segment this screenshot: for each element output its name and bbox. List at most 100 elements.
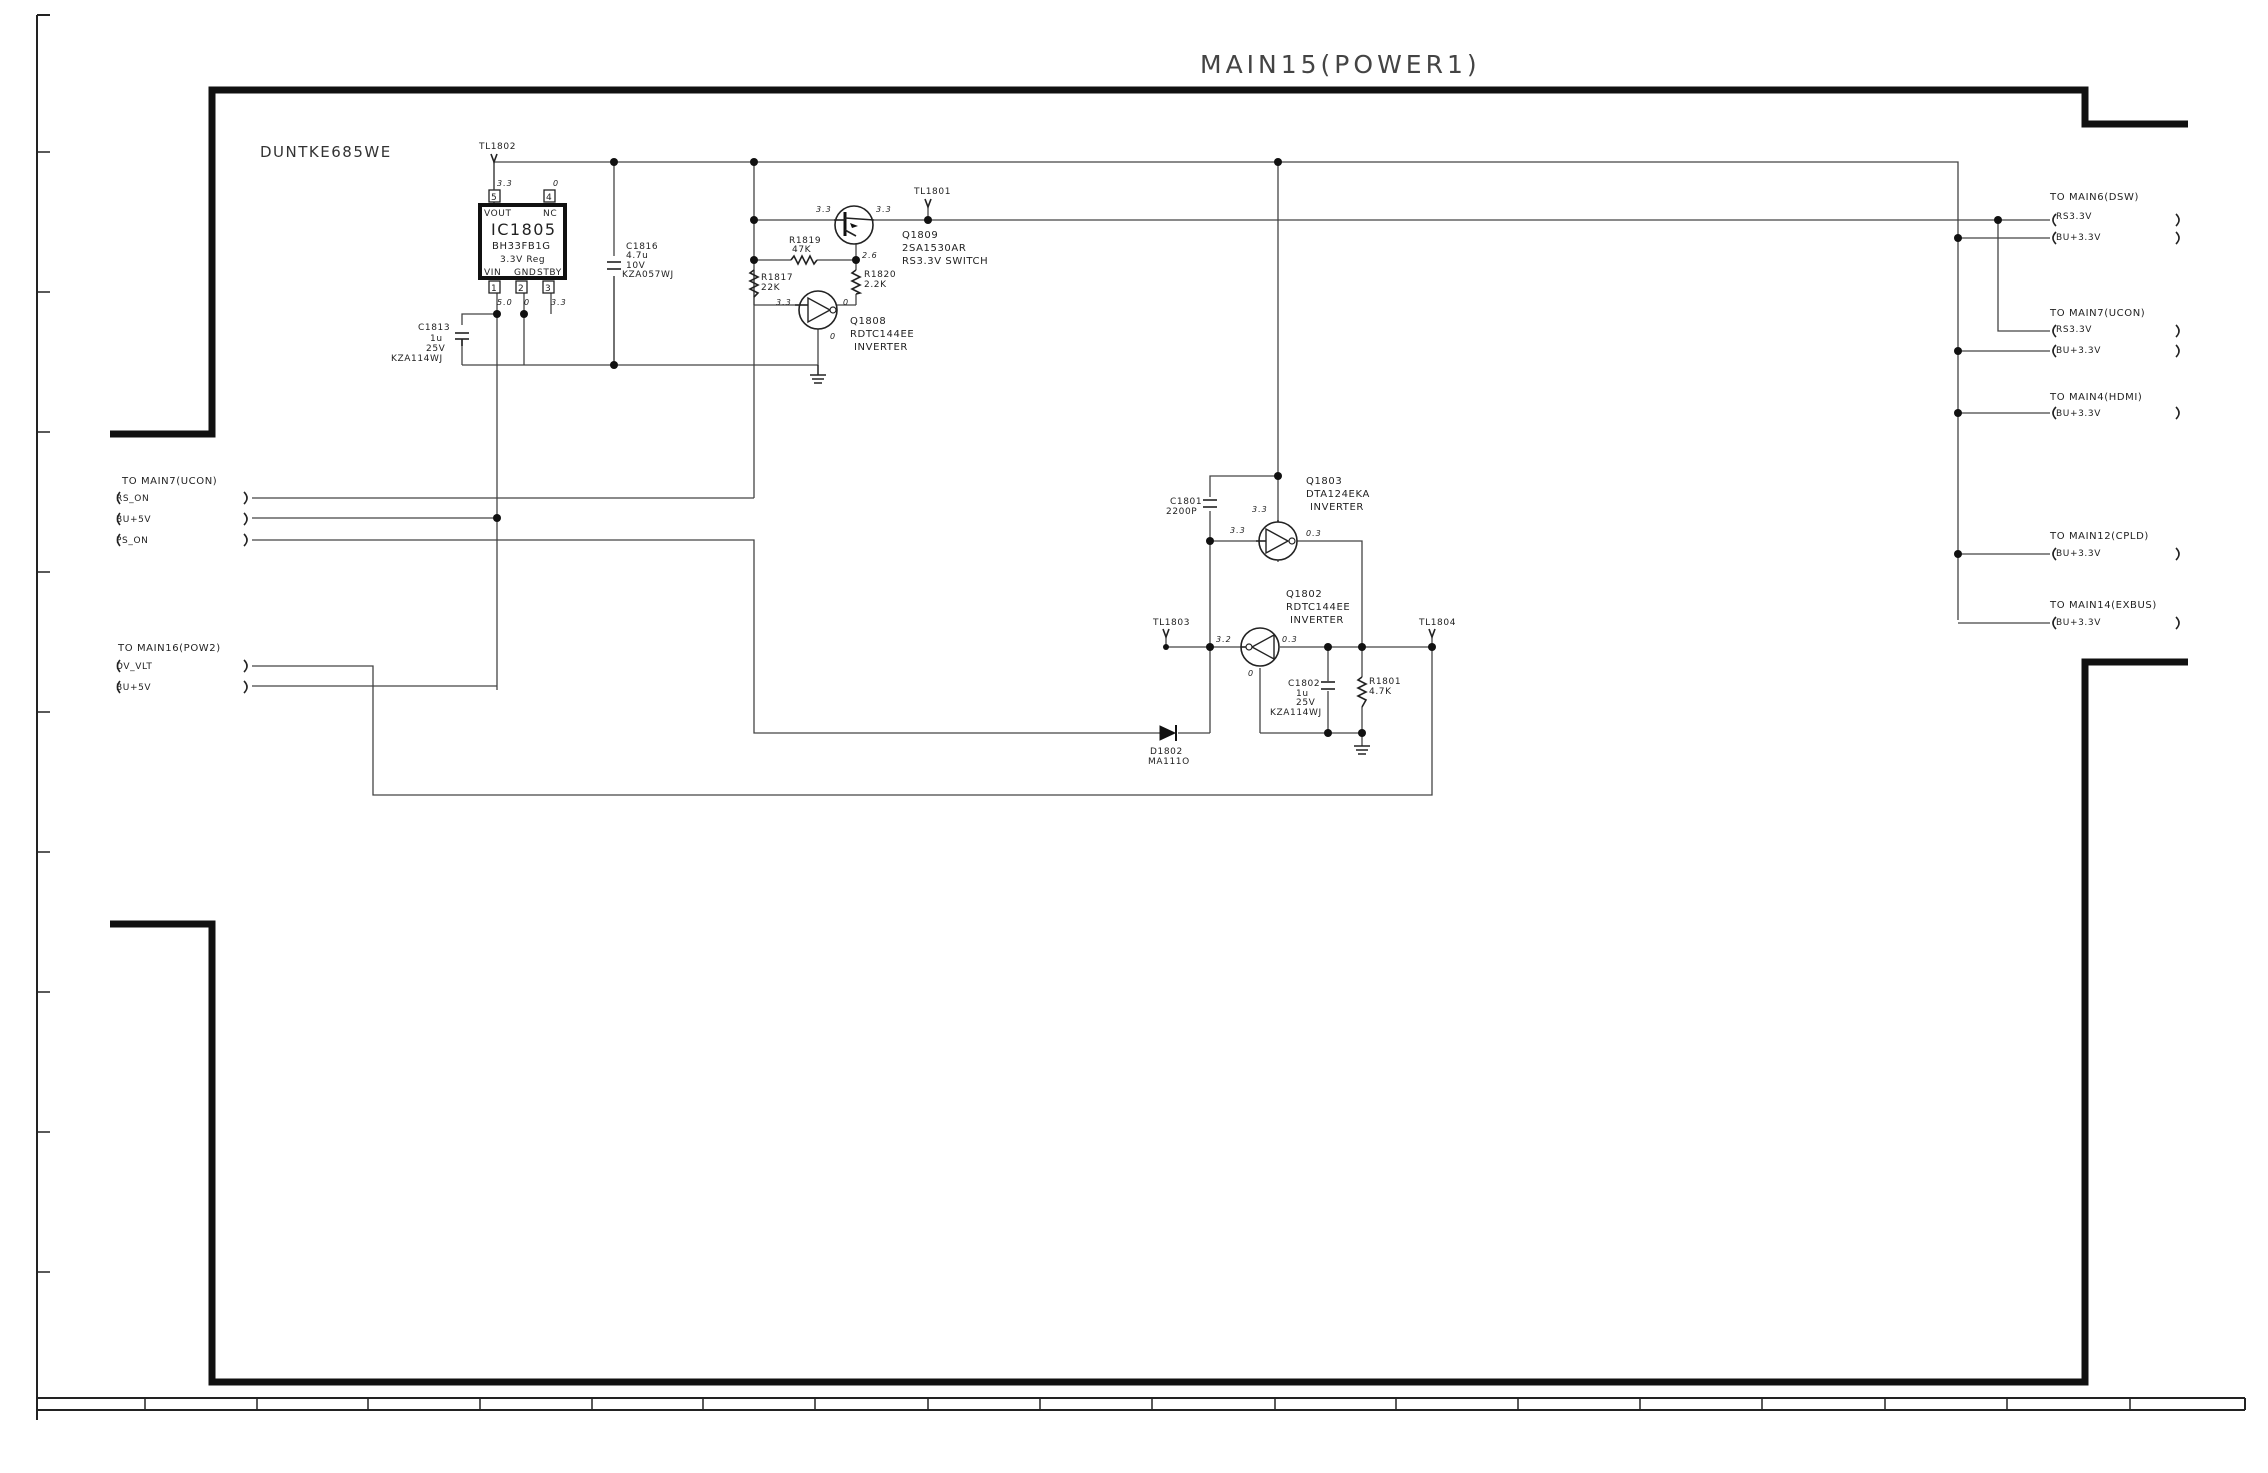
svg-text:BU+3.3V: BU+3.3V <box>2056 618 2101 628</box>
ic-pin-nc-label: NC <box>543 209 557 219</box>
svg-text:BU+3.3V: BU+3.3V <box>2056 346 2101 356</box>
ic1805-regulator: 5 4 1 2 3 VOUT NC IC1805 BH33FB1G 3.3V R… <box>478 162 567 307</box>
connector-main16-pow2-left: TO MAIN16(POW2) DV_VLT BU+5V <box>116 643 248 694</box>
svg-text:KZA057WJ: KZA057WJ <box>622 270 674 280</box>
svg-text:C1816: C1816 <box>626 242 658 252</box>
frame-ticks-left <box>37 151 50 1273</box>
svg-text:TO MAIN16(POW2): TO MAIN16(POW2) <box>117 643 221 654</box>
svg-text:RS3.3V SWITCH: RS3.3V SWITCH <box>902 256 988 267</box>
svg-text:Q1808: Q1808 <box>850 316 886 327</box>
ic-pin-stby-label: STBY <box>537 268 562 278</box>
connector-main12-cpld-right: TO MAIN12(CPLD) BU+3.3V <box>2049 531 2180 561</box>
svg-text:BU+5V: BU+5V <box>116 515 151 525</box>
q1802-transistor: 3.2 0.3 0 Q1802 RDTC144EE INVERTER <box>1216 589 1350 678</box>
frame-ticks-bottom <box>144 1398 2131 1410</box>
q1809-voltage-b: 2.6 <box>862 251 878 260</box>
c1816-capacitor: C1816 4.7u 10V KZA057WJ <box>605 242 674 280</box>
svg-text:R1801: R1801 <box>1369 677 1401 687</box>
ic-voltage-vin: 5.0 <box>497 298 513 307</box>
svg-text:INVERTER: INVERTER <box>854 342 908 353</box>
q1808-voltage-c: 0 <box>843 298 849 307</box>
svg-text:RDTC144EE: RDTC144EE <box>850 329 914 340</box>
q1803-voltage-c: 0.3 <box>1306 529 1322 538</box>
svg-text:BU+3.3V: BU+3.3V <box>2056 233 2101 243</box>
connector-main14-exbus-right: TO MAIN14(EXBUS) BU+3.3V <box>2049 600 2180 630</box>
svg-text:C1801: C1801 <box>1170 497 1202 507</box>
q1808-voltage-e: 0 <box>830 332 836 341</box>
q1802-voltage-e: 0 <box>1248 669 1254 678</box>
ic-voltage-vout: 3.3 <box>497 179 513 188</box>
svg-text:2200P: 2200P <box>1166 507 1197 517</box>
ic-part: BH33FB1G <box>492 241 551 252</box>
svg-text:TO MAIN12(CPLD): TO MAIN12(CPLD) <box>2049 531 2149 542</box>
q1802-voltage-b: 3.2 <box>1216 635 1232 644</box>
q1808-voltage-b: 3.3 <box>776 298 792 307</box>
c1802-capacitor: C1802 1u 25V KZA114WJ <box>1270 679 1335 718</box>
wires <box>252 161 2050 796</box>
svg-text:TO MAIN7(UCON): TO MAIN7(UCON) <box>121 476 217 487</box>
svg-text:Q1802: Q1802 <box>1286 589 1322 600</box>
svg-text:Q1809: Q1809 <box>902 230 938 241</box>
connector-main7-ucon-left: TO MAIN7(UCON) RS_ON BU+5V PS_ON <box>116 476 248 547</box>
svg-text:RDTC144EE: RDTC144EE <box>1286 602 1350 613</box>
svg-text:1u: 1u <box>430 334 443 344</box>
svg-text:PS_ON: PS_ON <box>116 536 148 546</box>
tl1803-testpoint: TL1803 <box>1152 618 1190 640</box>
q1803-voltage-b: 3.3 <box>1230 526 1246 535</box>
ic-pin-5: 5 <box>491 193 497 203</box>
ic-voltage-nc: 0 <box>553 179 559 188</box>
svg-text:RS3.3V: RS3.3V <box>2056 212 2092 222</box>
ic-pin-vout-label: VOUT <box>484 209 512 219</box>
connector-main7-ucon-right: TO MAIN7(UCON) RS3.3V BU+3.3V <box>2049 308 2180 358</box>
d1802-diode: D1802 MA111O <box>1148 725 1189 767</box>
tl1801-testpoint: TL1801 <box>913 187 951 210</box>
svg-text:BU+5V: BU+5V <box>116 683 151 693</box>
ground-symbol <box>1354 745 1370 755</box>
svg-text:C1813: C1813 <box>418 323 450 333</box>
ic-voltage-stby: 3.3 <box>551 298 567 307</box>
svg-text:R1819: R1819 <box>789 236 821 246</box>
svg-text:2.2K: 2.2K <box>864 280 887 290</box>
svg-text:47K: 47K <box>792 245 812 255</box>
svg-text:TL1804: TL1804 <box>1418 618 1456 628</box>
svg-text:25V: 25V <box>426 344 446 354</box>
sheet-frame <box>36 14 2246 1420</box>
ic-desc: 3.3V Reg <box>500 255 545 265</box>
svg-text:R1820: R1820 <box>864 270 896 280</box>
c1801-capacitor: C1801 2200P <box>1166 497 1220 517</box>
q1803-transistor: 3.3 0.3 3.3 Q1803 DTA124EKA INVERTER <box>1230 476 1370 561</box>
svg-text:R1817: R1817 <box>761 273 793 283</box>
svg-text:22K: 22K <box>761 283 781 293</box>
svg-text:TL1801: TL1801 <box>913 187 951 197</box>
ic-pin-vin-label: VIN <box>484 268 501 278</box>
ic-pin-2: 2 <box>518 284 524 294</box>
svg-text:TL1803: TL1803 <box>1152 618 1190 628</box>
svg-text:1u: 1u <box>1296 689 1309 699</box>
r1817-resistor: R1817 22K <box>748 269 793 298</box>
ic-voltage-gnd: 0 <box>524 298 530 307</box>
q1802-voltage-c: 0.3 <box>1282 635 1298 644</box>
svg-text:RS_ON: RS_ON <box>116 494 149 504</box>
svg-text:TO MAIN7(UCON): TO MAIN7(UCON) <box>2049 308 2145 319</box>
connector-main6-dsw-right: TO MAIN6(DSW) RS3.3V BU+3.3V <box>2049 192 2180 245</box>
r1801-resistor: R1801 4.7K <box>1356 676 1401 708</box>
svg-text:10V: 10V <box>626 261 646 271</box>
connector-main4-hdmi-right: TO MAIN4(HDMI) BU+3.3V <box>2049 392 2180 420</box>
ground-symbol <box>810 365 826 384</box>
svg-text:DTA124EKA: DTA124EKA <box>1306 489 1370 500</box>
r1819-resistor: R1819 47K <box>789 236 821 266</box>
svg-text:TL1802: TL1802 <box>478 142 516 152</box>
r1820-resistor: R1820 2.2K <box>850 269 896 295</box>
q1809-voltage-e: 3.3 <box>816 205 832 214</box>
tl1804-testpoint: TL1804 <box>1418 618 1456 640</box>
svg-text:2SA1530AR: 2SA1530AR <box>902 243 966 254</box>
c1813-capacitor: C1813 1u 25V KZA114WJ <box>391 323 469 364</box>
svg-text:INVERTER: INVERTER <box>1310 502 1364 513</box>
svg-text:C1802: C1802 <box>1288 679 1320 689</box>
q1803-voltage-e: 3.3 <box>1252 505 1268 514</box>
svg-text:4.7K: 4.7K <box>1369 687 1392 697</box>
svg-text:INVERTER: INVERTER <box>1290 615 1344 626</box>
board-outline <box>110 86 2188 1386</box>
svg-text:Q1803: Q1803 <box>1306 476 1342 487</box>
